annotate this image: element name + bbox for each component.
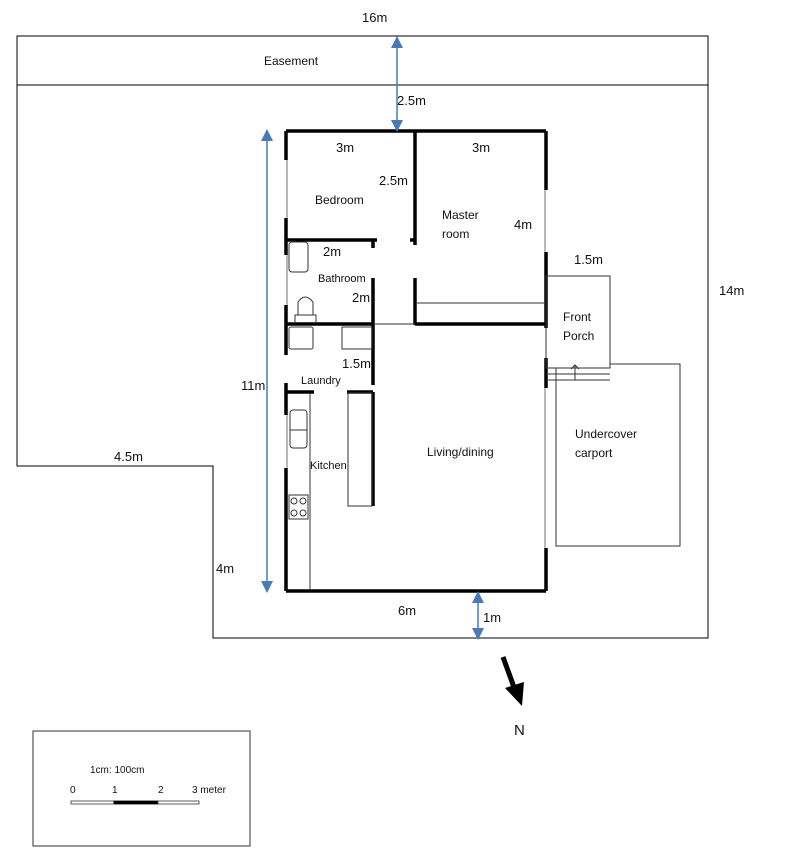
scale-legend: 1cm: 100cm 0 1 2 3 meter xyxy=(32,730,251,847)
laundry-tub xyxy=(288,326,314,350)
fixtures xyxy=(288,241,681,590)
site-width-label: 16m xyxy=(362,10,387,25)
kitchen-island xyxy=(347,392,373,507)
master-depth: 4m xyxy=(514,217,532,232)
house-height-label: 11m xyxy=(241,378,265,393)
house-width-label: 6m xyxy=(398,603,416,618)
north-arrow-icon xyxy=(500,656,524,706)
cooktop xyxy=(288,494,309,520)
carport xyxy=(555,363,681,547)
porch-label-2: Porch xyxy=(563,329,594,343)
laundry-label: Laundry xyxy=(301,375,341,387)
scale-tick-0: 0 xyxy=(70,785,76,796)
kitchen-label: Kitchen xyxy=(310,460,347,472)
scale-tick-2: 2 xyxy=(158,785,164,796)
site-depth-label: 14m xyxy=(719,283,744,298)
lot-boundary xyxy=(16,35,709,639)
house-walls xyxy=(284,129,548,593)
carport-label-1: Undercover xyxy=(575,427,637,441)
bedroom-width: 3m xyxy=(336,140,354,155)
living-label: Living/dining xyxy=(427,445,494,459)
windows xyxy=(286,160,546,548)
carport-label-2: carport xyxy=(575,446,613,460)
kitchen-sink xyxy=(289,409,308,449)
bedroom-depth: 2.5m xyxy=(379,173,408,188)
scale-tick-1: 1 xyxy=(112,785,118,796)
laundry-bench xyxy=(341,326,373,350)
porch-label-1: Front xyxy=(563,310,592,324)
scale-ratio: 1cm: 100cm xyxy=(90,765,144,776)
bedroom-label: Bedroom xyxy=(315,193,364,207)
bathroom-width: 2m xyxy=(323,244,341,259)
toilet xyxy=(294,296,317,323)
easement-depth-label: 2.5m xyxy=(397,93,426,108)
rear-setback-label: 1m xyxy=(483,610,501,625)
master-label-1: Master xyxy=(442,208,479,222)
scale-tick-3: 3 meter xyxy=(192,785,227,796)
porch-width: 1.5m xyxy=(574,252,603,267)
easement-label: Easement xyxy=(264,54,319,68)
laundry-depth: 1.5m xyxy=(342,356,371,371)
bathroom-depth: 2m xyxy=(352,290,370,305)
bathtub xyxy=(288,241,309,273)
setback-left-label: 4.5m xyxy=(114,449,143,464)
master-label-2: room xyxy=(442,227,469,241)
north-label: N xyxy=(514,722,525,739)
bathroom-label: Bathroom xyxy=(318,273,366,285)
dimension-arrows xyxy=(261,36,484,640)
setback-lower-label: 4m xyxy=(216,561,234,576)
master-width: 3m xyxy=(472,140,490,155)
